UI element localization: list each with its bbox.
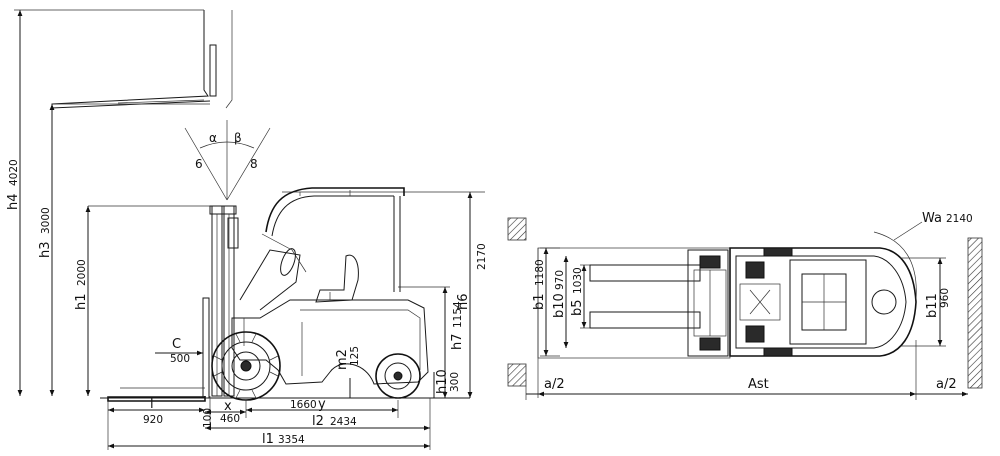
dim-h6: h6 2170: [456, 192, 488, 398]
dim-b10: b10 970: [552, 256, 569, 348]
tilt-angle-indicator: α β 6 8: [184, 120, 271, 201]
wa-symbol: Wa: [922, 211, 942, 226]
dim-y: 1660 y: [245, 397, 399, 418]
b1-symbol: b1: [532, 293, 547, 310]
h1-value: 2000: [76, 259, 88, 286]
alpha-value: 6: [195, 157, 203, 171]
dim-wa: Wa 2140: [873, 211, 973, 301]
c-symbol: C: [172, 337, 181, 352]
h4-value: 4020: [8, 159, 20, 186]
fork-thickness-value: 100: [202, 408, 214, 428]
dim-b5: b5 1030: [570, 264, 590, 329]
chassis: [231, 299, 429, 385]
b5-symbol: b5: [570, 299, 585, 316]
b11-symbol: b11: [925, 293, 940, 318]
wa-value: 2140: [946, 213, 973, 225]
h1-symbol: h1: [74, 293, 89, 310]
dim-b1: b1 1180: [532, 247, 560, 357]
top-carriage: [687, 249, 729, 357]
dim-x: x 460: [205, 399, 246, 425]
h6-value: 2170: [476, 243, 488, 270]
b10-symbol: b10: [552, 293, 567, 318]
mast: [209, 205, 239, 397]
m2-value: 125: [349, 346, 361, 366]
a2-right-label: a/2: [936, 377, 957, 392]
dim-c: C 500: [155, 337, 203, 365]
b10-value: 970: [554, 270, 566, 290]
top-body: [729, 247, 917, 357]
dim-m2: m2 125: [335, 346, 361, 398]
h3-symbol: h3: [38, 241, 53, 258]
seat: [315, 254, 359, 303]
dim-h4: h4 4020: [6, 9, 204, 396]
beta-symbol: β: [234, 131, 242, 145]
h4-symbol: h4: [6, 193, 21, 210]
h3-value: 3000: [40, 207, 52, 234]
h7-value: 1154: [452, 301, 464, 328]
raised-mast-outline: [51, 10, 233, 109]
h6-symbol: h6: [456, 293, 471, 310]
a2-left-label: a/2: [544, 377, 565, 392]
dim-l2: l2 2434: [205, 398, 431, 450]
b11-value: 960: [939, 288, 951, 308]
b5-value: 1030: [572, 267, 584, 294]
side-view: α β 6 8 h4 4020 h3 3000 h1 2000: [6, 9, 488, 450]
dim-aisle: a/2 Ast a/2: [525, 340, 968, 400]
fork: [107, 297, 210, 402]
beta-value: 8: [250, 157, 258, 171]
rear-wheel: [375, 353, 421, 399]
wall-right: [967, 237, 983, 389]
dim-b11: b11 960: [900, 257, 951, 347]
l-value: 920: [143, 414, 163, 426]
b1-value: 1180: [534, 259, 546, 286]
h10-symbol: h10: [435, 369, 450, 394]
dim-h3: h3 3000: [38, 104, 55, 396]
l1-symbol: l1: [262, 432, 274, 447]
dim-h7: h7 1154: [442, 287, 465, 398]
h10-value: 300: [449, 372, 461, 392]
c-value: 500: [170, 353, 190, 365]
wall-left-top: [507, 217, 527, 241]
x-symbol: x: [224, 399, 232, 414]
steering-column: [239, 233, 307, 311]
front-wheel: [211, 331, 281, 401]
y-value: 1660: [290, 399, 317, 411]
l2-value: 2434: [330, 416, 357, 428]
h7-symbol: h7: [450, 333, 465, 350]
ast-label: Ast: [748, 377, 769, 392]
dim-l1: l1 3354: [108, 432, 430, 449]
dim-h10: h10 300: [433, 369, 461, 398]
l1-value: 3354: [278, 434, 305, 446]
l2-symbol: l2: [312, 414, 324, 429]
m2-symbol: m2: [335, 349, 350, 370]
x-value: 460: [220, 413, 240, 425]
overhead-guard: [265, 187, 405, 292]
l-symbol: l: [150, 397, 154, 412]
dim-l: l 920: [107, 397, 205, 450]
dim-h1: h1 2000: [74, 206, 91, 396]
y-symbol: y: [318, 397, 326, 412]
top-view: Wa 2140 b1 1180 b10 970 b5 1030: [507, 211, 983, 400]
alpha-symbol: α: [209, 131, 217, 145]
wall-left-bottom: [507, 363, 527, 387]
